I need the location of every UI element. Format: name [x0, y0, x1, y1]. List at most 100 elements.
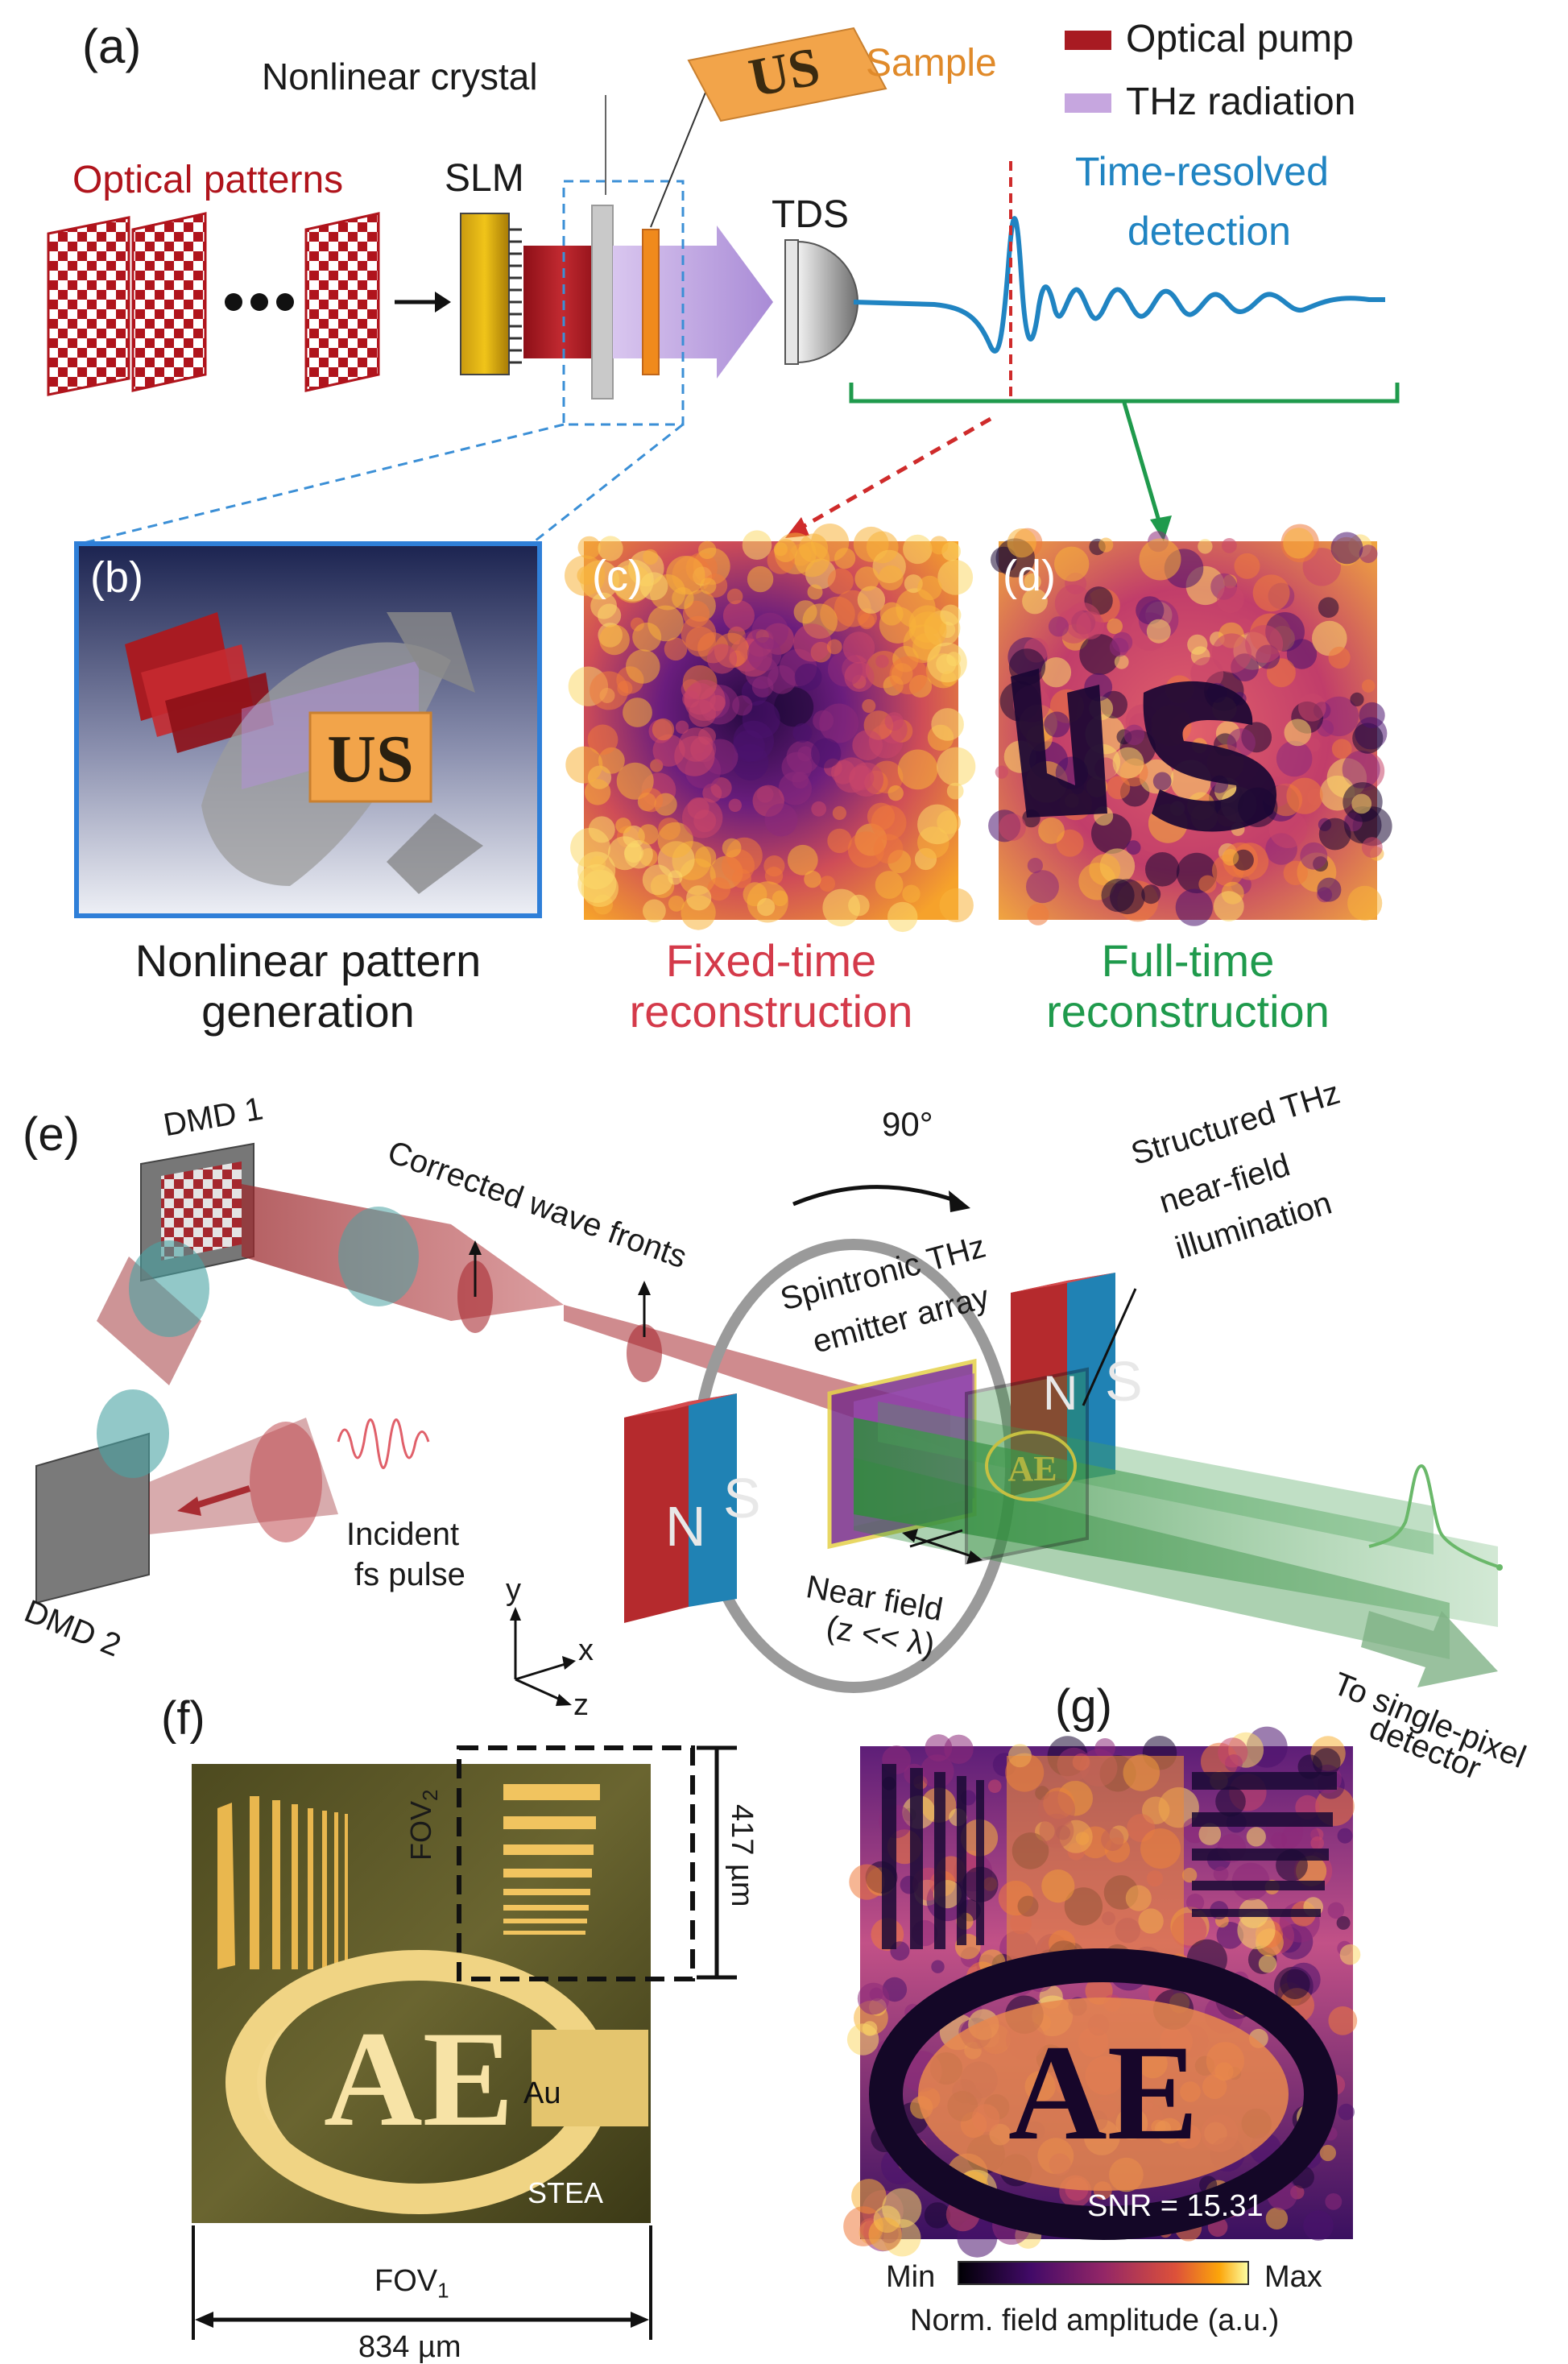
heatmap-speckle	[902, 884, 921, 903]
heatmap-speckle	[763, 855, 785, 877]
magnet-left-n: N	[665, 1495, 706, 1558]
heatmap-speckle	[1213, 1866, 1229, 1882]
heatmap-speckle	[931, 1960, 945, 1973]
heatmap-speckle	[565, 555, 606, 596]
heatmap-speckle	[1186, 1894, 1205, 1912]
heatmap-speckle	[1252, 574, 1290, 612]
heatmap-speckle	[1318, 818, 1351, 851]
heatmap-speckle	[1141, 884, 1161, 905]
heatmap-speckle	[868, 2217, 902, 2251]
panel-f-micrograph: AE	[192, 1745, 737, 2340]
heatmap-speckle	[722, 849, 755, 883]
heatmap-speckle	[1319, 2144, 1336, 2162]
heatmap-speckle	[1076, 611, 1105, 640]
arrow-to-slm	[395, 292, 451, 313]
panel-f-tag: (f)	[161, 1692, 205, 1745]
heatmap-speckle	[858, 613, 875, 630]
stea-label: STEA	[527, 2176, 604, 2209]
heatmap-speckle	[1123, 724, 1145, 746]
panel-d-caption-line2: reconstruction	[1046, 985, 1330, 1037]
fov2-text: FOV	[404, 1800, 437, 1861]
panel-b-logo: US	[327, 722, 413, 797]
fov1-text: FOV	[374, 2264, 438, 2298]
heatmap-speckle	[728, 798, 742, 812]
heatmap-speckle	[1280, 1969, 1310, 2000]
heatmap-speckle	[1222, 848, 1239, 866]
dim-417-label: 417 µm	[725, 1804, 759, 1907]
incident-pulse-wave	[337, 1418, 430, 1469]
heatmap-speckle	[834, 757, 870, 793]
heatmap-speckle	[920, 1754, 954, 1789]
panel-e-diagram: AE	[35, 1142, 1503, 1706]
heatmap-speckle	[1362, 679, 1376, 693]
rotation-arrow	[792, 1185, 955, 1207]
heatmap-speckle	[946, 782, 964, 800]
tds-detector	[796, 240, 858, 364]
heatmap-speckle	[826, 639, 842, 655]
heatmap-speckle	[1175, 888, 1213, 926]
heatmap-speckle	[747, 565, 774, 593]
colorbar	[958, 2261, 1249, 2285]
heatmap-speckle	[664, 637, 688, 661]
panel-b-tag: (b)	[90, 553, 143, 602]
heatmap-speckle	[1300, 842, 1328, 870]
heatmap-speckle	[1198, 875, 1217, 893]
near-field-logo: AE	[1007, 1449, 1057, 1488]
heatmap-speckle	[1270, 1832, 1288, 1849]
crystal-zoom-box	[562, 180, 685, 426]
heatmap-speckle	[884, 712, 904, 731]
heatmap-speckle	[642, 864, 673, 896]
heatmap-speckle	[1330, 532, 1363, 565]
heatmap-speckle	[917, 575, 942, 601]
heatmap-speckle	[804, 870, 821, 888]
heatmap-speckle	[917, 804, 958, 845]
incident-label-1: Incident	[346, 1517, 460, 1552]
panel-d-tag: (d)	[1003, 552, 1056, 600]
heatmap-speckle	[1136, 596, 1165, 625]
heatmap-speckle	[577, 536, 601, 560]
heatmap-speckle	[857, 586, 886, 614]
heatmap-speckle	[887, 901, 918, 933]
heatmap-speckle	[924, 2202, 951, 2229]
fov1-sub: 1	[437, 2278, 449, 2303]
right-magnet	[1011, 1273, 1115, 1497]
au-label: Au	[523, 2076, 561, 2110]
heatmap-speckle	[991, 546, 1017, 573]
heatmap-speckle	[1079, 634, 1120, 675]
colorbar-axis-label: Norm. field amplitude (a.u.)	[910, 2304, 1280, 2337]
panel-a: US	[47, 27, 1400, 545]
heatmap-speckle	[987, 1779, 1002, 1793]
panel-f-logo: AE	[324, 2003, 514, 2155]
heatmap-speckle	[639, 788, 664, 813]
heatmap-speckle	[862, 699, 876, 713]
heatmap-speckle	[643, 549, 659, 565]
heatmap-speckle	[937, 747, 976, 786]
heatmap-speckle	[889, 656, 928, 694]
heatmap-speckle	[747, 636, 782, 672]
heatmap-speckle	[1328, 2006, 1358, 2035]
heatmap-speckle	[1181, 1867, 1198, 1883]
heatmap-speckle	[1152, 772, 1172, 791]
heatmap-speckle	[675, 720, 689, 734]
heatmap-speckle	[1234, 553, 1260, 579]
fov2-label: FOV2	[404, 1790, 442, 1861]
nonlinear-crystal-label: Nonlinear crystal	[262, 56, 538, 97]
heatmap-speckle	[1107, 776, 1131, 800]
panel-b-caption-line2: generation	[201, 985, 415, 1037]
heatmap-speckle	[940, 604, 962, 626]
heatmap-speckle	[584, 779, 611, 805]
heatmap-speckle	[1276, 740, 1313, 777]
heatmap-speckle	[666, 556, 705, 595]
heatmap-speckle	[844, 661, 875, 693]
heatmap-speckle	[652, 718, 675, 741]
heatmap-speckle	[810, 738, 842, 768]
heatmap-speckle	[707, 877, 731, 901]
panel-g-tag: (g)	[1055, 1680, 1112, 1733]
heatmap-speckle	[944, 1734, 974, 1764]
heatmap-speckle	[1310, 1836, 1324, 1850]
heatmap-speckle	[851, 2179, 887, 2214]
heatmap-speckle	[866, 531, 899, 564]
heatmap-speckle	[1337, 1828, 1353, 1844]
heatmap-speckle	[1198, 539, 1213, 554]
